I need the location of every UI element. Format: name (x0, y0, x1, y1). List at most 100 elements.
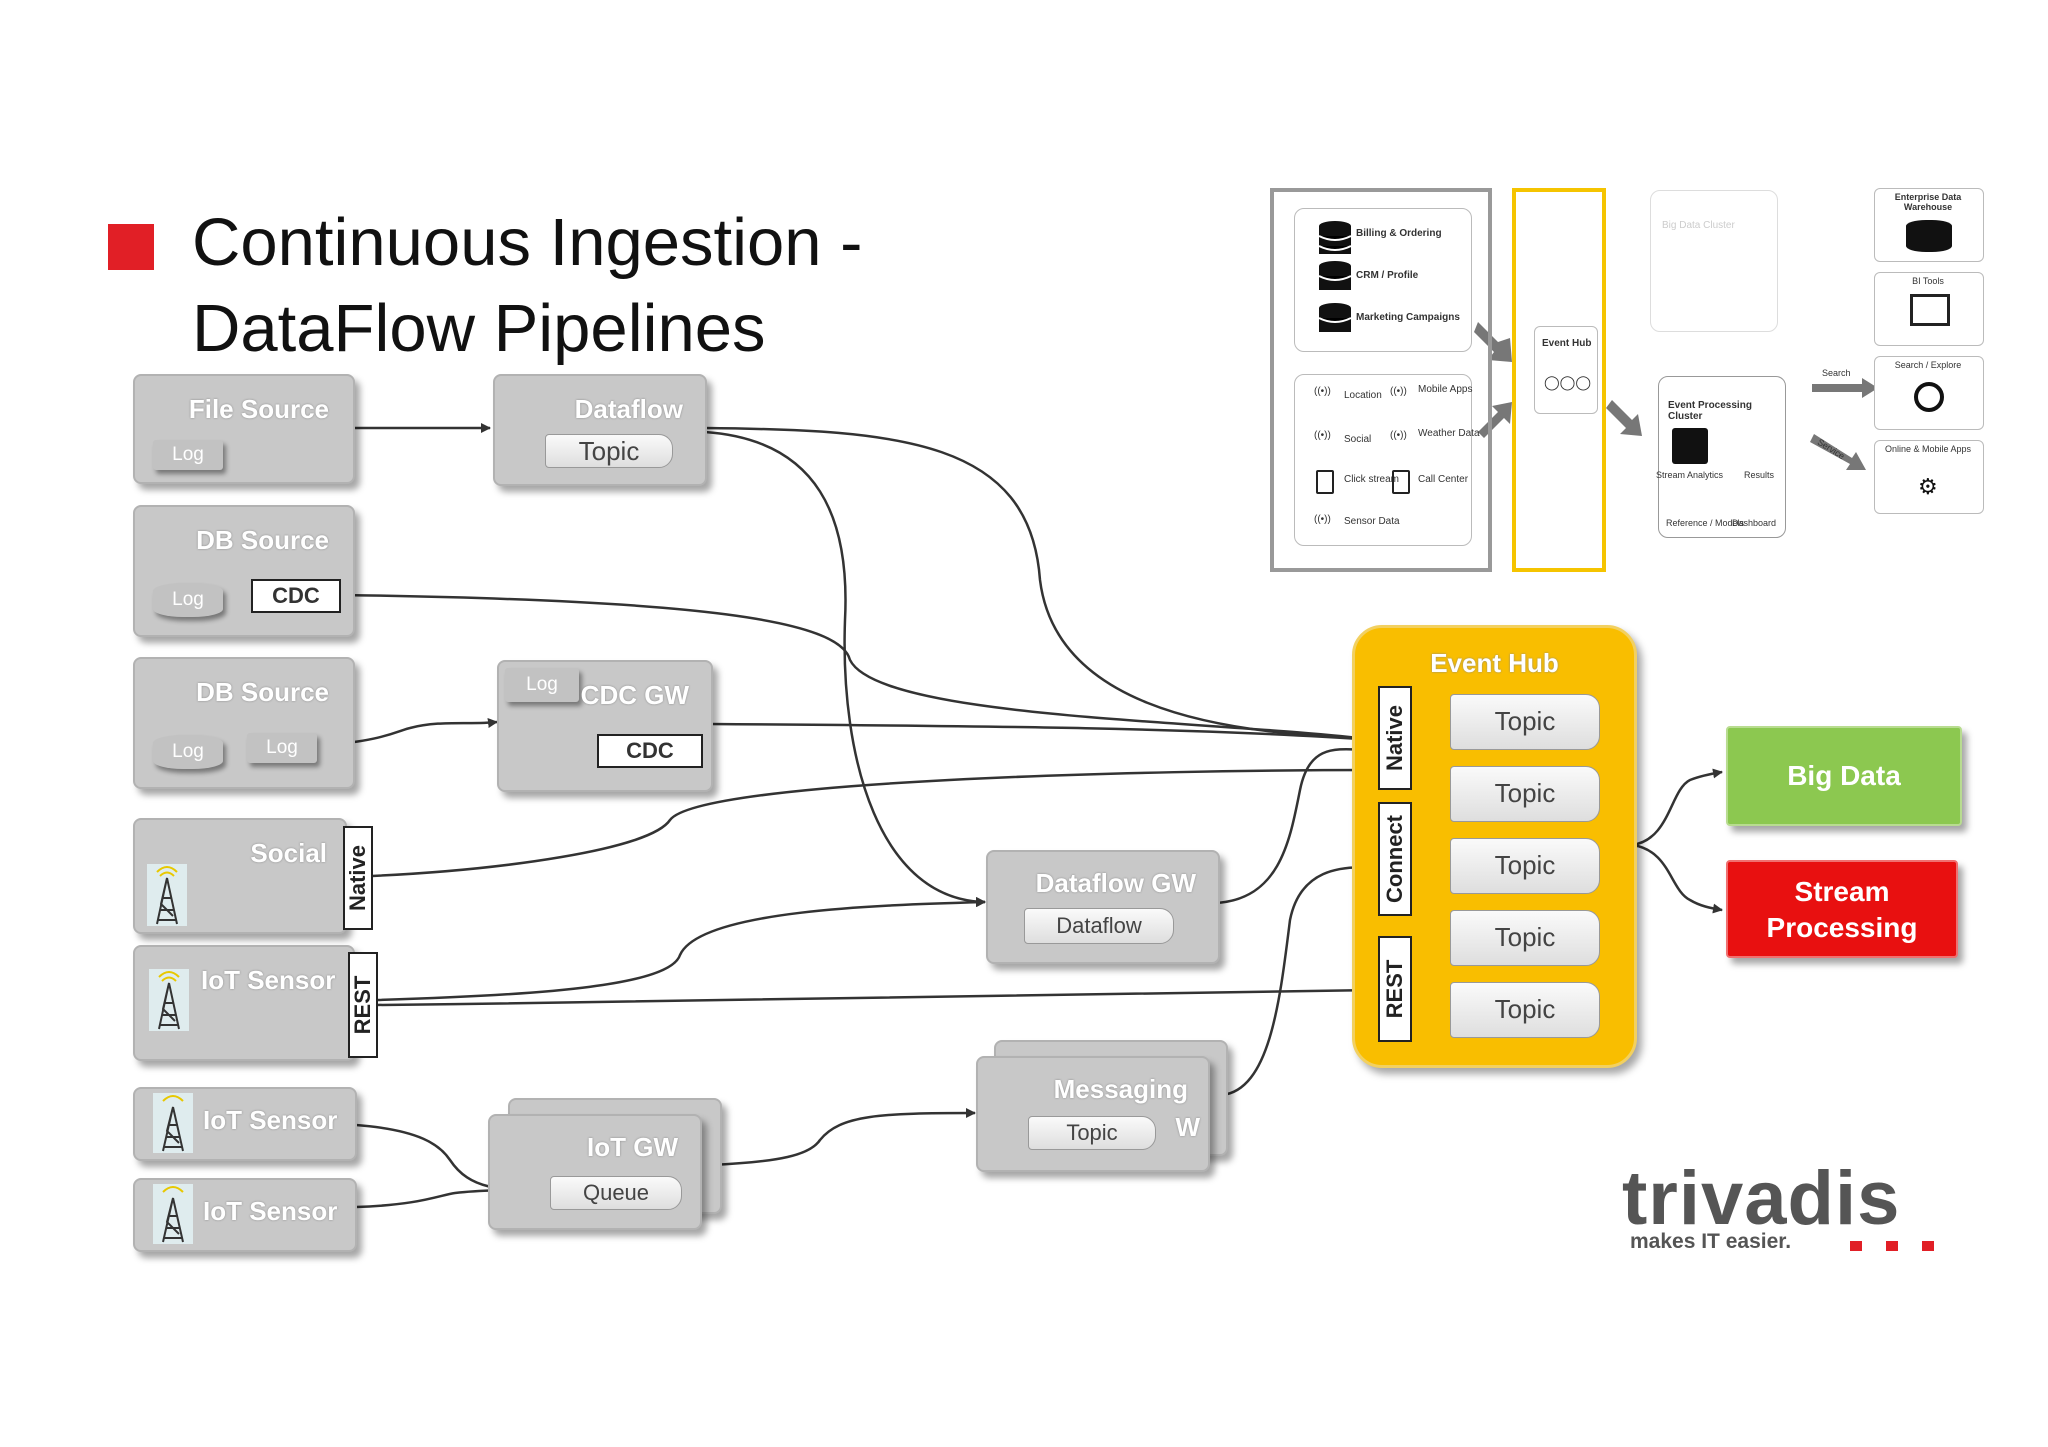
overview-stream-3: Social (1344, 434, 1372, 445)
logo-dot-1 (1850, 1241, 1862, 1251)
overview-stream-1: Location (1344, 390, 1382, 401)
database-icon (1318, 221, 1352, 332)
overview-target-4-label: Online & Mobile Apps (1884, 444, 1972, 454)
iot-gw-box: IoT GW Queue (488, 1114, 702, 1230)
mini-arrow-4 (1812, 378, 1878, 398)
db-source-box-2: DB Source Log Log (133, 657, 355, 789)
hub-topic-2: Topic (1450, 766, 1600, 822)
signal-icon: ((•)) (1314, 514, 1331, 525)
overview-service-arrow-label: Service (1815, 436, 1847, 462)
db-source-2-log1: Log (153, 735, 223, 769)
hub-connect-port: Connect (1378, 802, 1412, 916)
iot-gw-title: IoT GW (587, 1132, 678, 1162)
gears-icon: ⚙ (1918, 474, 1938, 499)
signal-icon: ((•)) (1390, 430, 1407, 441)
cdc-gw-box: Log CDC GW CDC (497, 660, 713, 792)
overview-hub-frame (1512, 188, 1606, 572)
dataflow-gw-box: Dataflow GW Dataflow (986, 850, 1220, 964)
logo-dot-2 (1886, 1241, 1898, 1251)
antenna-icon (153, 1184, 193, 1244)
topics-icon: ◯◯◯ (1544, 374, 1592, 390)
antenna-icon (149, 969, 189, 1031)
db-source-2-log2: Log (247, 733, 317, 763)
hub-connect-label: Connect (1382, 815, 1407, 903)
iot-sensor-box-3: IoT Sensor (133, 1178, 357, 1252)
arrow-dataflow-hub (704, 426, 1376, 743)
iot-rest-label: REST (350, 975, 375, 1035)
social-native-port: Native (343, 826, 373, 930)
overview-hub-box (1534, 326, 1598, 414)
mini-arrow-3 (1606, 400, 1642, 436)
iot-rest-port: REST (348, 952, 378, 1058)
db-source-1-cdc: CDC (251, 579, 341, 613)
stream-line2: Processing (1766, 912, 1918, 943)
overview-src-1: Billing & Ordering (1356, 228, 1442, 239)
slide-title: Continuous Ingestion - DataFlow Pipeline… (192, 200, 862, 372)
iot-sensor-box-2: IoT Sensor (133, 1087, 357, 1161)
dataflow-title: Dataflow (574, 394, 683, 424)
title-line1: Continuous Ingestion - (192, 205, 863, 280)
iot-sensor-1-title: IoT Sensor (201, 965, 336, 995)
cdc-gw-log: Log (505, 668, 579, 702)
database-icon (1906, 220, 1952, 252)
chart-monitor-icon (1910, 294, 1950, 326)
file-icon (1392, 470, 1410, 494)
db-source-box-1: DB Source Log CDC (133, 505, 355, 637)
hub-native-label: Native (1382, 704, 1407, 772)
hub-topic-4: Topic (1450, 910, 1600, 966)
file-source-box: File Source Log (133, 374, 355, 484)
messaging-box: Messaging W Topic (976, 1056, 1210, 1172)
stream-line1: Stream (1794, 876, 1890, 907)
hub-rest-label: REST (1382, 959, 1407, 1019)
arrow-dataflow-dfgw (704, 430, 986, 907)
overview-src-2: CRM / Profile (1356, 270, 1419, 281)
overview-stream-4: Weather Data (1418, 428, 1480, 439)
hub-topic-5: Topic (1450, 982, 1600, 1038)
messaging-topic: Topic (1028, 1116, 1156, 1150)
logo-dot-3 (1922, 1241, 1934, 1251)
cdc-gw-title: CDC GW (580, 680, 689, 710)
arrow-messaging-hub (1221, 862, 1376, 1097)
mini-arrow-1 (1474, 322, 1512, 362)
social-native-label: Native (345, 844, 370, 912)
overview-ep-item-4: Dashboard (1732, 518, 1777, 528)
messaging-title: Messaging (1053, 1074, 1188, 1104)
overview-ep-item-3: Reference / Models (1666, 518, 1745, 528)
messaging-suffix: W (1175, 1112, 1200, 1142)
search-icon (1914, 382, 1944, 412)
social-box: Social (133, 818, 347, 934)
hub-rest-port: REST (1378, 936, 1412, 1042)
hub-topic-1: Topic (1450, 694, 1600, 750)
social-title: Social (250, 838, 327, 868)
signal-icon: ((•)) (1314, 386, 1331, 397)
overview-stream-6: Call Center (1418, 474, 1469, 485)
overview-ep-item-1: Stream Analytics (1656, 470, 1724, 480)
title-bullet (108, 224, 154, 270)
arrow-hub-bigdata (1631, 768, 1723, 847)
signal-icon: ((•)) (1390, 386, 1407, 397)
overview-ep-label: Event Processing Cluster (1668, 400, 1752, 422)
arrow-dfgw-hub (1214, 744, 1376, 905)
arrow-social-hub (371, 765, 1376, 878)
overview-src-3: Marketing Campaigns (1356, 312, 1460, 323)
db-source-1-title: DB Source (196, 525, 329, 555)
mini-arrow-2 (1478, 402, 1512, 438)
arrow-db2-cdcgw (321, 718, 498, 747)
overview-target-2-label: BI Tools (1912, 276, 1944, 286)
overview-bigdata-label: Big Data Cluster (1662, 220, 1735, 231)
arrow-iot1-dfgw (375, 897, 986, 1002)
iot-sensor-2-title: IoT Sensor (203, 1105, 338, 1135)
architecture-overview: Billing & Ordering CRM / Profile Marketi… (1270, 188, 1994, 578)
hub-native-port: Native (1378, 686, 1412, 790)
event-hub-title: Event Hub (1430, 648, 1559, 678)
cdc-gw-cdc: CDC (597, 734, 703, 768)
overview-stream-5: Click stream (1344, 474, 1400, 485)
dataflow-gw-title: Dataflow GW (1035, 868, 1196, 898)
overview-stream-group (1294, 374, 1472, 546)
iot-sensor-3-title: IoT Sensor (203, 1196, 338, 1226)
arrow-iotgw-messaging (709, 1108, 976, 1167)
trivadis-logo: trivadis (1622, 1155, 1900, 1242)
db-source-1-log: Log (153, 583, 223, 617)
antenna-icon (147, 864, 187, 926)
